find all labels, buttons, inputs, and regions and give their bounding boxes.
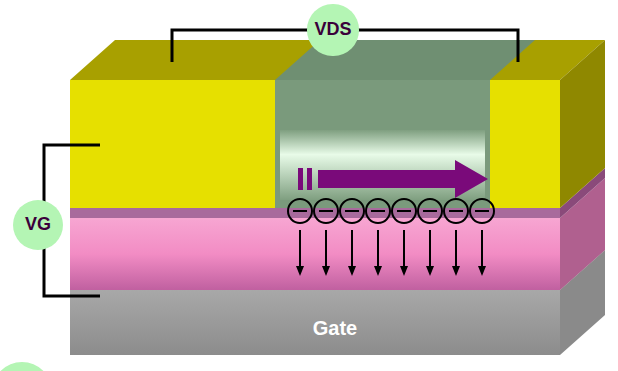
- field-arrows: [300, 230, 482, 268]
- current-arrow: [318, 160, 488, 198]
- drain-electrode: [490, 80, 560, 208]
- node-label: VG: [25, 215, 51, 235]
- gate-label-box: Gate: [275, 308, 395, 348]
- current-tick: [298, 168, 303, 190]
- channel-highlight: [280, 130, 485, 200]
- semiconductor-channel: [275, 80, 490, 208]
- dielectric-front: [70, 218, 560, 290]
- node-label: VDS: [314, 20, 351, 40]
- node-label: Gate: [313, 317, 357, 339]
- gate-front: [70, 290, 560, 355]
- current-tick: [307, 168, 312, 190]
- voltage-circle: VDS: [307, 4, 358, 55]
- field-arrowheads: [296, 266, 486, 276]
- voltage-circle: VG: [13, 200, 63, 250]
- electrode-side: [560, 40, 605, 208]
- corner-circle: [0, 362, 52, 371]
- source-electrode: [70, 80, 275, 208]
- electron-row: [288, 199, 494, 223]
